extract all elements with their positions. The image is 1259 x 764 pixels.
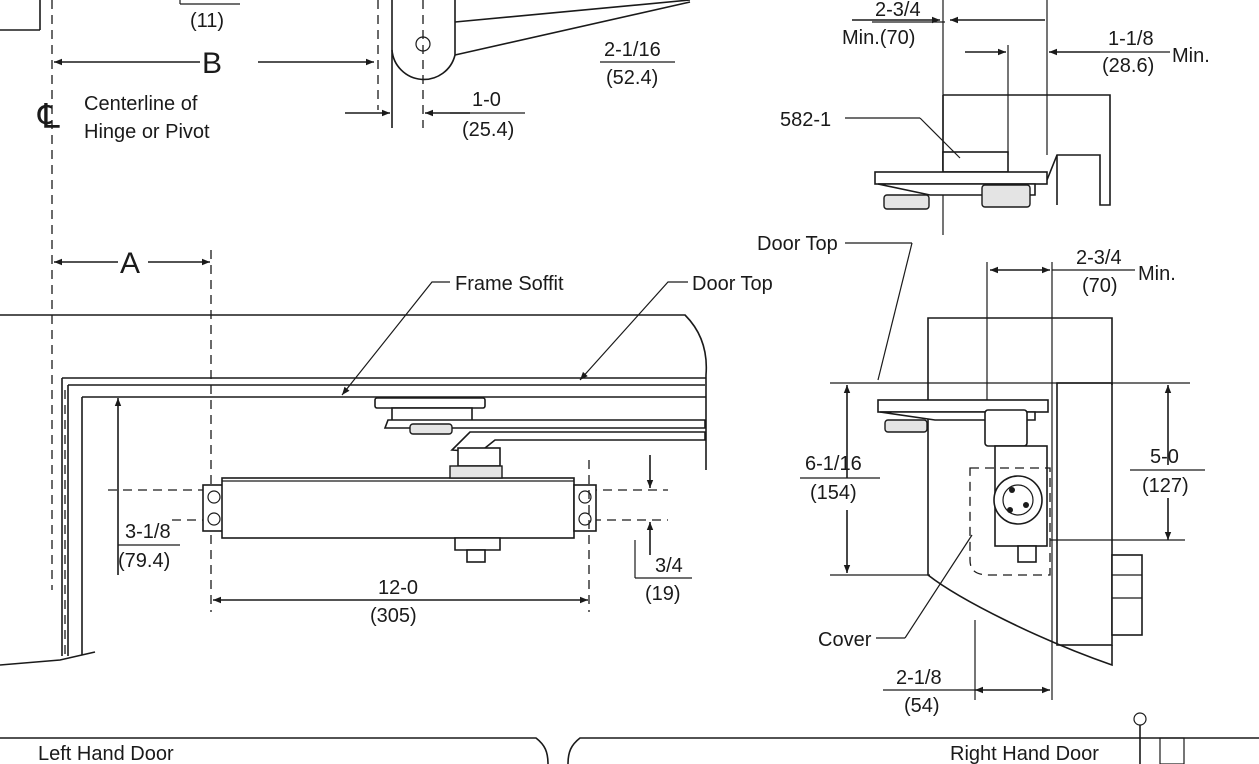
main-elevation-view: (11) B ℄ Centerline of Hinge or Pivot 2-… — [0, 0, 773, 666]
dim-54-label: (54) — [904, 695, 940, 717]
top-right-detail-view: 2-3/4 Min.(70) 1-1/8 (28.6) Min. 582-1 — [780, 0, 1210, 235]
dim-B-label: B — [202, 47, 222, 80]
frame-soffit-label: Frame Soffit — [455, 273, 564, 295]
dim-1-1-8-label: 1-1/8 — [1108, 28, 1154, 50]
closer-body — [108, 465, 668, 563]
door-top-label-right: Door Top — [757, 233, 838, 255]
top-min-70-label: Min.(70) — [842, 27, 915, 49]
dim-25-4-label: (25.4) — [462, 119, 514, 141]
door-top-label-left: Door Top — [692, 273, 773, 295]
cover-label: Cover — [818, 629, 872, 651]
right-dim-2-3-4-label: 2-3/4 — [1076, 247, 1122, 269]
min-right-label: Min. — [1172, 45, 1210, 67]
dim-52-4-label: (52.4) — [606, 67, 658, 89]
centerline-text-2: Hinge or Pivot — [84, 121, 210, 143]
right-hand-door-panel: Right Hand Door — [567, 712, 1259, 764]
right-section-view: Door Top 2-3/4 (70) Min. — [757, 233, 1205, 717]
dim-19-label: (19) — [645, 583, 681, 605]
right-min-label: Min. — [1138, 263, 1176, 285]
part-582-1-label: 582-1 — [780, 109, 831, 131]
dim-1-0-label: 1-0 — [472, 89, 501, 111]
dim-154-label: (154) — [810, 482, 857, 504]
centerline-text-1: Centerline of — [84, 93, 198, 115]
dim-2-1-16-label: 2-1/16 — [604, 39, 661, 61]
right-dim-70-label: (70) — [1082, 275, 1118, 297]
dim-3-1-8-label: 3-1/8 — [125, 521, 171, 543]
dim-79-4-label: (79.4) — [118, 550, 170, 572]
dim-2-1-8-label: 2-1/8 — [896, 667, 942, 689]
dim-5-0-label: 5-0 — [1150, 446, 1179, 468]
right-hand-door-label: Right Hand Door — [950, 743, 1099, 764]
arm-pivot-end — [391, 0, 456, 81]
dim-28-6-label: (28.6) — [1102, 55, 1154, 77]
dim-6-1-16-label: 6-1/16 — [805, 453, 862, 475]
dim-11-label: (11) — [190, 10, 224, 32]
dim-305-label: (305) — [370, 605, 417, 627]
dim-3-4-label: 3/4 — [655, 555, 683, 577]
dim-127-label: (127) — [1142, 475, 1189, 497]
centerline-symbol: ℄ — [37, 98, 60, 136]
closer-arm-assembly — [374, 397, 706, 467]
door-frame-outline — [0, 314, 708, 470]
left-hand-door-panel: Left Hand Door — [0, 737, 549, 764]
dim-12-0-label: 12-0 — [378, 577, 418, 599]
dim-A-label: A — [120, 247, 140, 280]
left-hand-door-label: Left Hand Door — [38, 743, 174, 764]
pivot-hole — [415, 36, 431, 52]
top-dim-2-3-4-label: 2-3/4 — [875, 0, 921, 21]
